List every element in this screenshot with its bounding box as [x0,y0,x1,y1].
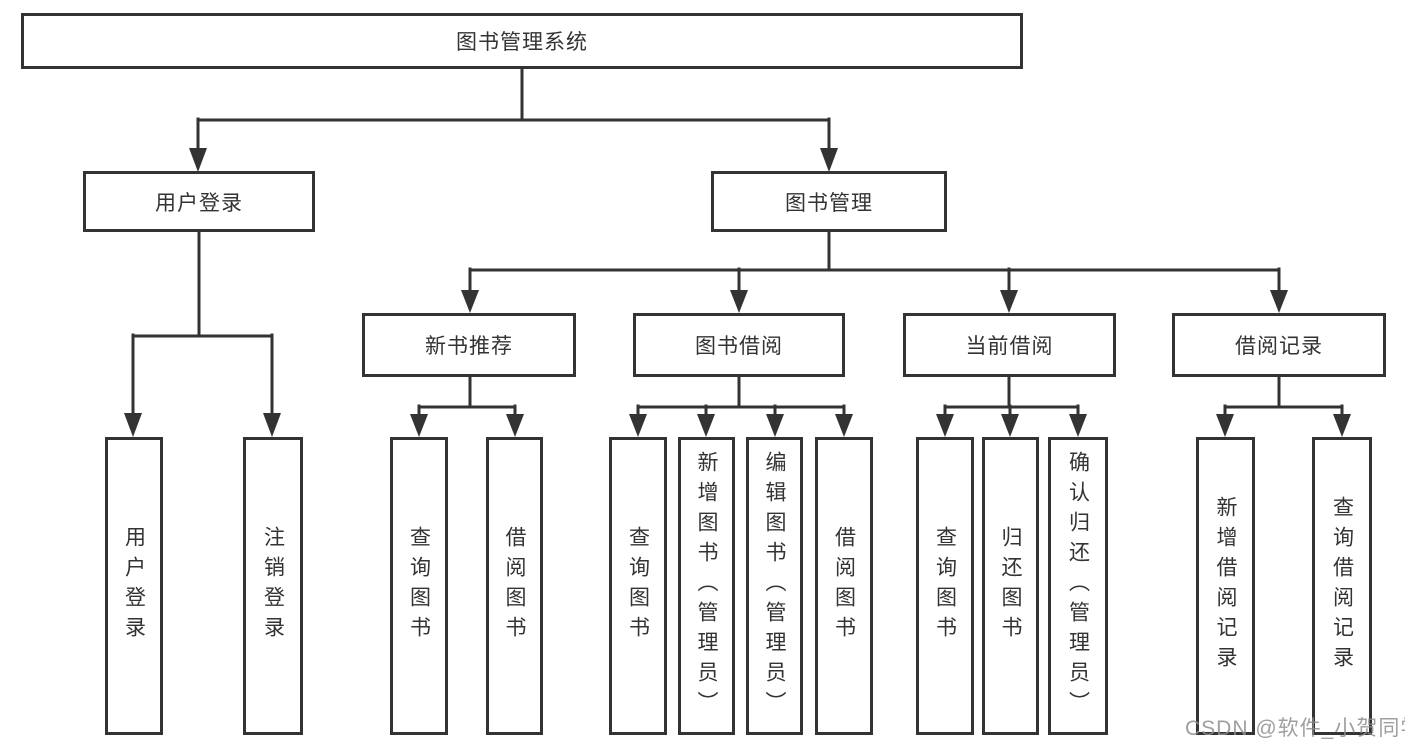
leaf-records-query-record: 查询借阅记录 [1312,437,1372,735]
leaf-newbooks-borrow-books-label: 借阅图书 [503,526,526,646]
leaf-newbooks-borrow-books: 借阅图书 [486,437,543,735]
node-user-login: 用户登录 [83,171,315,232]
leaf-borrowing-add-books-admin-label: 新增图书（管理员） [695,451,718,721]
leaf-records-add-record: 新增借阅记录 [1196,437,1255,735]
leaf-current-confirm-return-admin-label: 确认归还（管理员） [1066,451,1090,721]
leaf-borrowing-edit-books-admin: 编辑图书（管理员） [746,437,803,735]
leaf-logout: 注销登录 [243,437,303,735]
node-new-book-recommend: 新书推荐 [362,313,576,377]
node-root-system: 图书管理系统 [21,13,1023,69]
node-book-borrowing-label: 图书借阅 [695,335,783,358]
node-book-management-label: 图书管理 [785,191,873,215]
leaf-newbooks-query-books: 查询图书 [390,437,448,735]
node-root-label: 图书管理系统 [456,31,588,54]
node-user-login-label: 用户登录 [155,191,243,215]
leaf-records-query-record-label: 查询借阅记录 [1330,496,1354,676]
leaf-logout-label: 注销登录 [261,526,285,646]
leaf-borrowing-add-books-admin: 新增图书（管理员） [678,437,735,735]
node-borrowing-records-label: 借阅记录 [1235,335,1323,358]
leaf-borrowing-edit-books-admin-label: 编辑图书（管理员） [763,451,786,721]
leaf-user-login: 用户登录 [105,437,163,735]
leaf-user-login-label: 用户登录 [122,526,146,646]
leaf-borrowing-query-books: 查询图书 [609,437,667,735]
node-new-book-recommend-label: 新书推荐 [425,335,513,358]
node-book-borrowing: 图书借阅 [633,313,845,377]
leaf-borrowing-borrow-books-label: 借阅图书 [832,526,856,646]
leaf-borrowing-query-books-label: 查询图书 [626,526,650,646]
leaf-current-return-books-label: 归还图书 [999,526,1022,646]
leaf-current-confirm-return-admin: 确认归还（管理员） [1048,437,1108,735]
leaf-current-query-books: 查询图书 [916,437,974,735]
node-borrowing-records: 借阅记录 [1172,313,1386,377]
leaf-current-query-books-label: 查询图书 [933,526,957,646]
node-current-borrowing: 当前借阅 [903,313,1116,377]
node-current-borrowing-label: 当前借阅 [965,335,1054,358]
leaf-borrowing-borrow-books: 借阅图书 [815,437,873,735]
leaf-newbooks-query-books-label: 查询图书 [407,526,431,646]
node-book-management: 图书管理 [711,171,947,232]
leaf-records-add-record-label: 新增借阅记录 [1214,496,1237,676]
csdn-watermark: CSDN @软件_小贺同学 [1185,717,1405,740]
leaf-current-return-books: 归还图书 [982,437,1039,735]
